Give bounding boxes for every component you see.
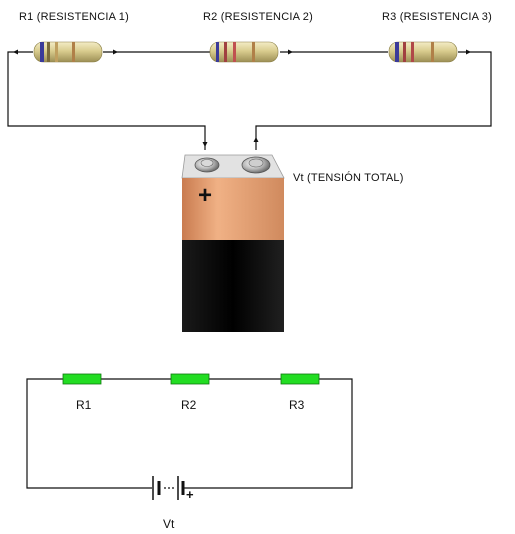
schematic-label-r2: R2 (181, 398, 197, 412)
battery-9v (181, 154, 285, 332)
label-r1: R1 (RESISTENCIA 1) (19, 11, 129, 23)
label-r3: R3 (RESISTENCIA 3) (382, 11, 492, 23)
resistor-r1 (33, 41, 103, 63)
battery-terminal-negative (241, 156, 271, 174)
resistor-r2 (209, 41, 279, 63)
top-circuit-arrows (13, 49, 471, 147)
battery-plus-sign: + (198, 182, 213, 209)
schematic-resistor-r1 (62, 373, 102, 385)
schematic-battery-symbol (152, 476, 185, 500)
schematic-label-r1: R1 (76, 398, 92, 412)
resistor-r3 (388, 41, 458, 63)
schematic-plus-sign: + (186, 487, 194, 502)
schematic-resistor-r3 (280, 373, 320, 385)
schematic-label-r3: R3 (289, 398, 305, 412)
schematic-label-vt: Vt (163, 517, 175, 531)
label-r2: R2 (RESISTENCIA 2) (203, 11, 313, 23)
label-vt-total: Vt (TENSIÓN TOTAL) (293, 172, 404, 184)
schematic-resistor-r2 (170, 373, 210, 385)
battery-terminal-positive (194, 157, 220, 173)
schematic-wires (26, 378, 353, 489)
top-circuit-wires (7, 51, 492, 150)
